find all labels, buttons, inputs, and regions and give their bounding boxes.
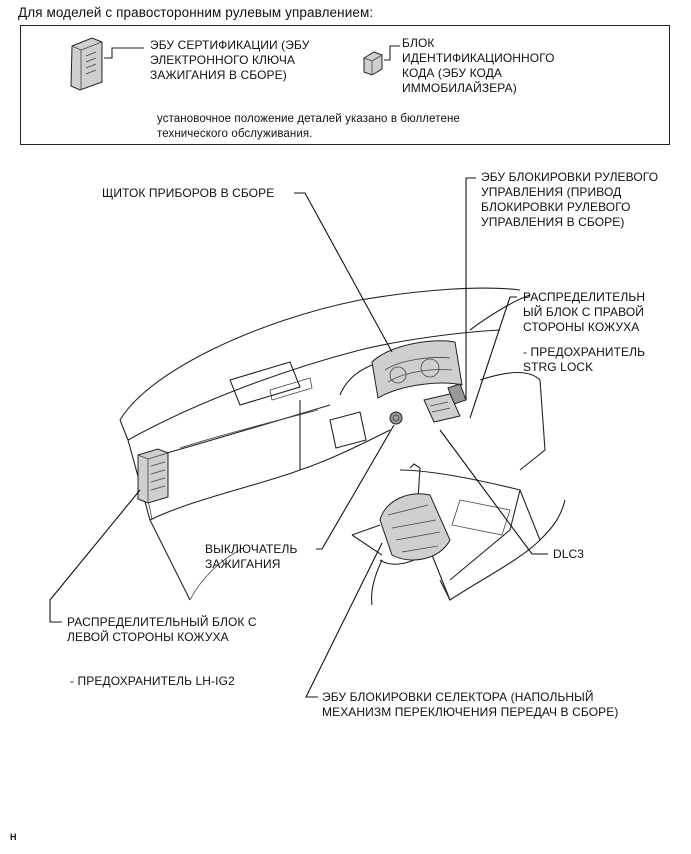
leader-left-junction-block — [49, 489, 141, 623]
label-ignition-switch: ВЫКЛЮЧАТЕЛЬ ЗАЖИГАНИЯ — [205, 542, 298, 571]
label-certification-ecu: ЭБУ СЕРТИФИКАЦИИ (ЭБУ ЭЛЕКТРОННОГО КЛЮЧА… — [150, 38, 310, 82]
legend-box — [20, 25, 670, 145]
leader-ignition-switch — [316, 424, 395, 550]
leader-shift-lock-ecu — [305, 542, 383, 698]
figure-code: H — [10, 832, 17, 842]
label-id-code-box: БЛОК ИДЕНТИФИКАЦИОННОГО КОДА (ЭБУ КОДА И… — [402, 36, 555, 95]
label-left-junction-block: РАСПРЕДЕЛИТЕЛЬНЫЙ БЛОК С ЛЕВОЙ СТОРОНЫ К… — [67, 615, 257, 644]
leader-steering-lock-ecu — [465, 177, 476, 400]
label-right-fuse: - ПРЕДОХРАНИТЕЛЬ STRG LOCK — [523, 345, 646, 374]
leader-lines — [49, 177, 548, 698]
floor-shift-assembly-part — [351, 463, 451, 606]
leader-instrument-cluster — [294, 192, 393, 353]
steering-lock-ecu-part — [423, 383, 467, 423]
leader-dlc3 — [439, 429, 548, 555]
label-dlc3: DLC3 — [553, 547, 585, 561]
label-shift-lock-ecu: ЭБУ БЛОКИРОВКИ СЕЛЕКТОРА (НАПОЛЬНЫЙ МЕХА… — [322, 690, 619, 719]
dashboard-outline — [119, 287, 566, 601]
label-left-fuse: - ПРЕДОХРАНИТЕЛЬ LH-IG2 — [70, 674, 235, 688]
id-code-box-icon — [363, 45, 400, 76]
ignition-switch-part — [389, 411, 403, 425]
label-steering-lock-ecu: ЭБУ БЛОКИРОВКИ РУЛЕВОГО УПРАВЛЕНИЯ (ПРИВ… — [481, 170, 659, 229]
label-instrument-cluster: ЩИТОК ПРИБОРОВ В СБОРЕ — [102, 186, 275, 200]
left-junction-block-part — [137, 448, 169, 504]
leader-right-junction-block — [469, 296, 517, 419]
page-title: Для моделей с правосторонним рулевым упр… — [18, 5, 374, 20]
label-right-junction-block: РАСПРЕДЕЛИТЕЛЬН ЫЙ БЛОК С ПРАВОЙ СТОРОНЫ… — [523, 290, 646, 334]
certification-ecu-icon — [70, 37, 144, 91]
instrument-cluster-part — [371, 340, 463, 399]
legend-note: установочное положение деталей указано в… — [157, 113, 460, 140]
